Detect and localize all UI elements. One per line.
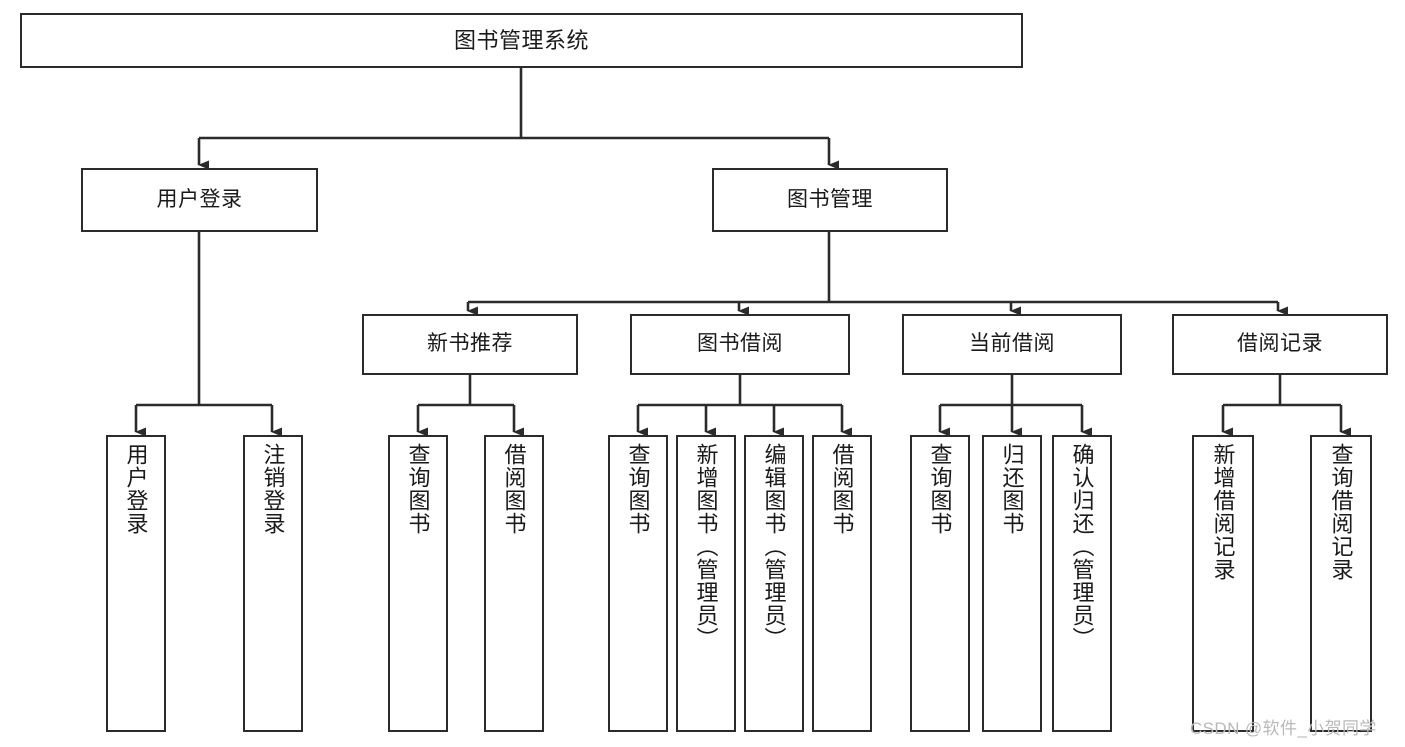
node-leaf-query-book-2[interactable]: 查询图书	[608, 435, 668, 732]
node-leaf-query-record[interactable]: 查询借阅记录	[1310, 435, 1372, 732]
node-leaf-borrow-book-1-label: 借阅图书	[501, 443, 527, 535]
node-new-book-recommend-label: 新书推荐	[427, 332, 513, 356]
node-user-login[interactable]: 用户登录	[81, 168, 318, 232]
node-leaf-return-book-label: 归还图书	[999, 443, 1025, 535]
node-leaf-edit-book[interactable]: 编辑图书（管理员）	[744, 435, 804, 732]
node-leaf-borrow-book-2[interactable]: 借阅图书	[812, 435, 872, 732]
node-leaf-logout[interactable]: 注销登录	[243, 435, 303, 732]
node-leaf-add-record[interactable]: 新增借阅记录	[1192, 435, 1254, 732]
node-borrow-record[interactable]: 借阅记录	[1172, 314, 1388, 375]
node-leaf-query-book-2-label: 查询图书	[625, 443, 651, 535]
node-leaf-user-login-label: 用户登录	[123, 443, 149, 535]
node-book-borrow[interactable]: 图书借阅	[630, 314, 850, 375]
node-leaf-add-book-label: 新增图书（管理员）	[693, 443, 719, 650]
node-leaf-confirm-return-label: 确认归还（管理员）	[1069, 443, 1095, 650]
node-root-label: 图书管理系统	[453, 27, 589, 53]
node-leaf-query-record-label: 查询借阅记录	[1328, 443, 1354, 581]
node-current-borrow-label: 当前借阅	[969, 332, 1055, 356]
node-leaf-confirm-return[interactable]: 确认归还（管理员）	[1052, 435, 1112, 732]
node-leaf-query-book-3-label: 查询图书	[927, 443, 953, 535]
node-leaf-query-book-1[interactable]: 查询图书	[388, 435, 448, 732]
node-leaf-logout-label: 注销登录	[260, 443, 286, 535]
node-leaf-user-login[interactable]: 用户登录	[106, 435, 166, 732]
watermark: CSDN @软件_小贺同学	[1190, 719, 1377, 738]
node-leaf-borrow-book-2-label: 借阅图书	[829, 443, 855, 535]
node-leaf-add-book[interactable]: 新增图书（管理员）	[676, 435, 736, 732]
node-leaf-borrow-book-1[interactable]: 借阅图书	[484, 435, 544, 732]
node-leaf-return-book[interactable]: 归还图书	[982, 435, 1042, 732]
node-root[interactable]: 图书管理系统	[20, 13, 1023, 68]
node-leaf-query-book-3[interactable]: 查询图书	[910, 435, 970, 732]
node-book-manage[interactable]: 图书管理	[712, 168, 948, 232]
node-leaf-query-book-1-label: 查询图书	[405, 443, 431, 535]
node-new-book-recommend[interactable]: 新书推荐	[362, 314, 578, 375]
node-book-borrow-label: 图书借阅	[697, 332, 783, 356]
node-user-login-label: 用户登录	[156, 187, 243, 211]
node-book-manage-label: 图书管理	[787, 187, 873, 211]
node-leaf-edit-book-label: 编辑图书（管理员）	[761, 443, 787, 650]
node-leaf-add-record-label: 新增借阅记录	[1210, 443, 1236, 581]
node-current-borrow[interactable]: 当前借阅	[902, 314, 1122, 375]
node-borrow-record-label: 借阅记录	[1237, 332, 1323, 356]
